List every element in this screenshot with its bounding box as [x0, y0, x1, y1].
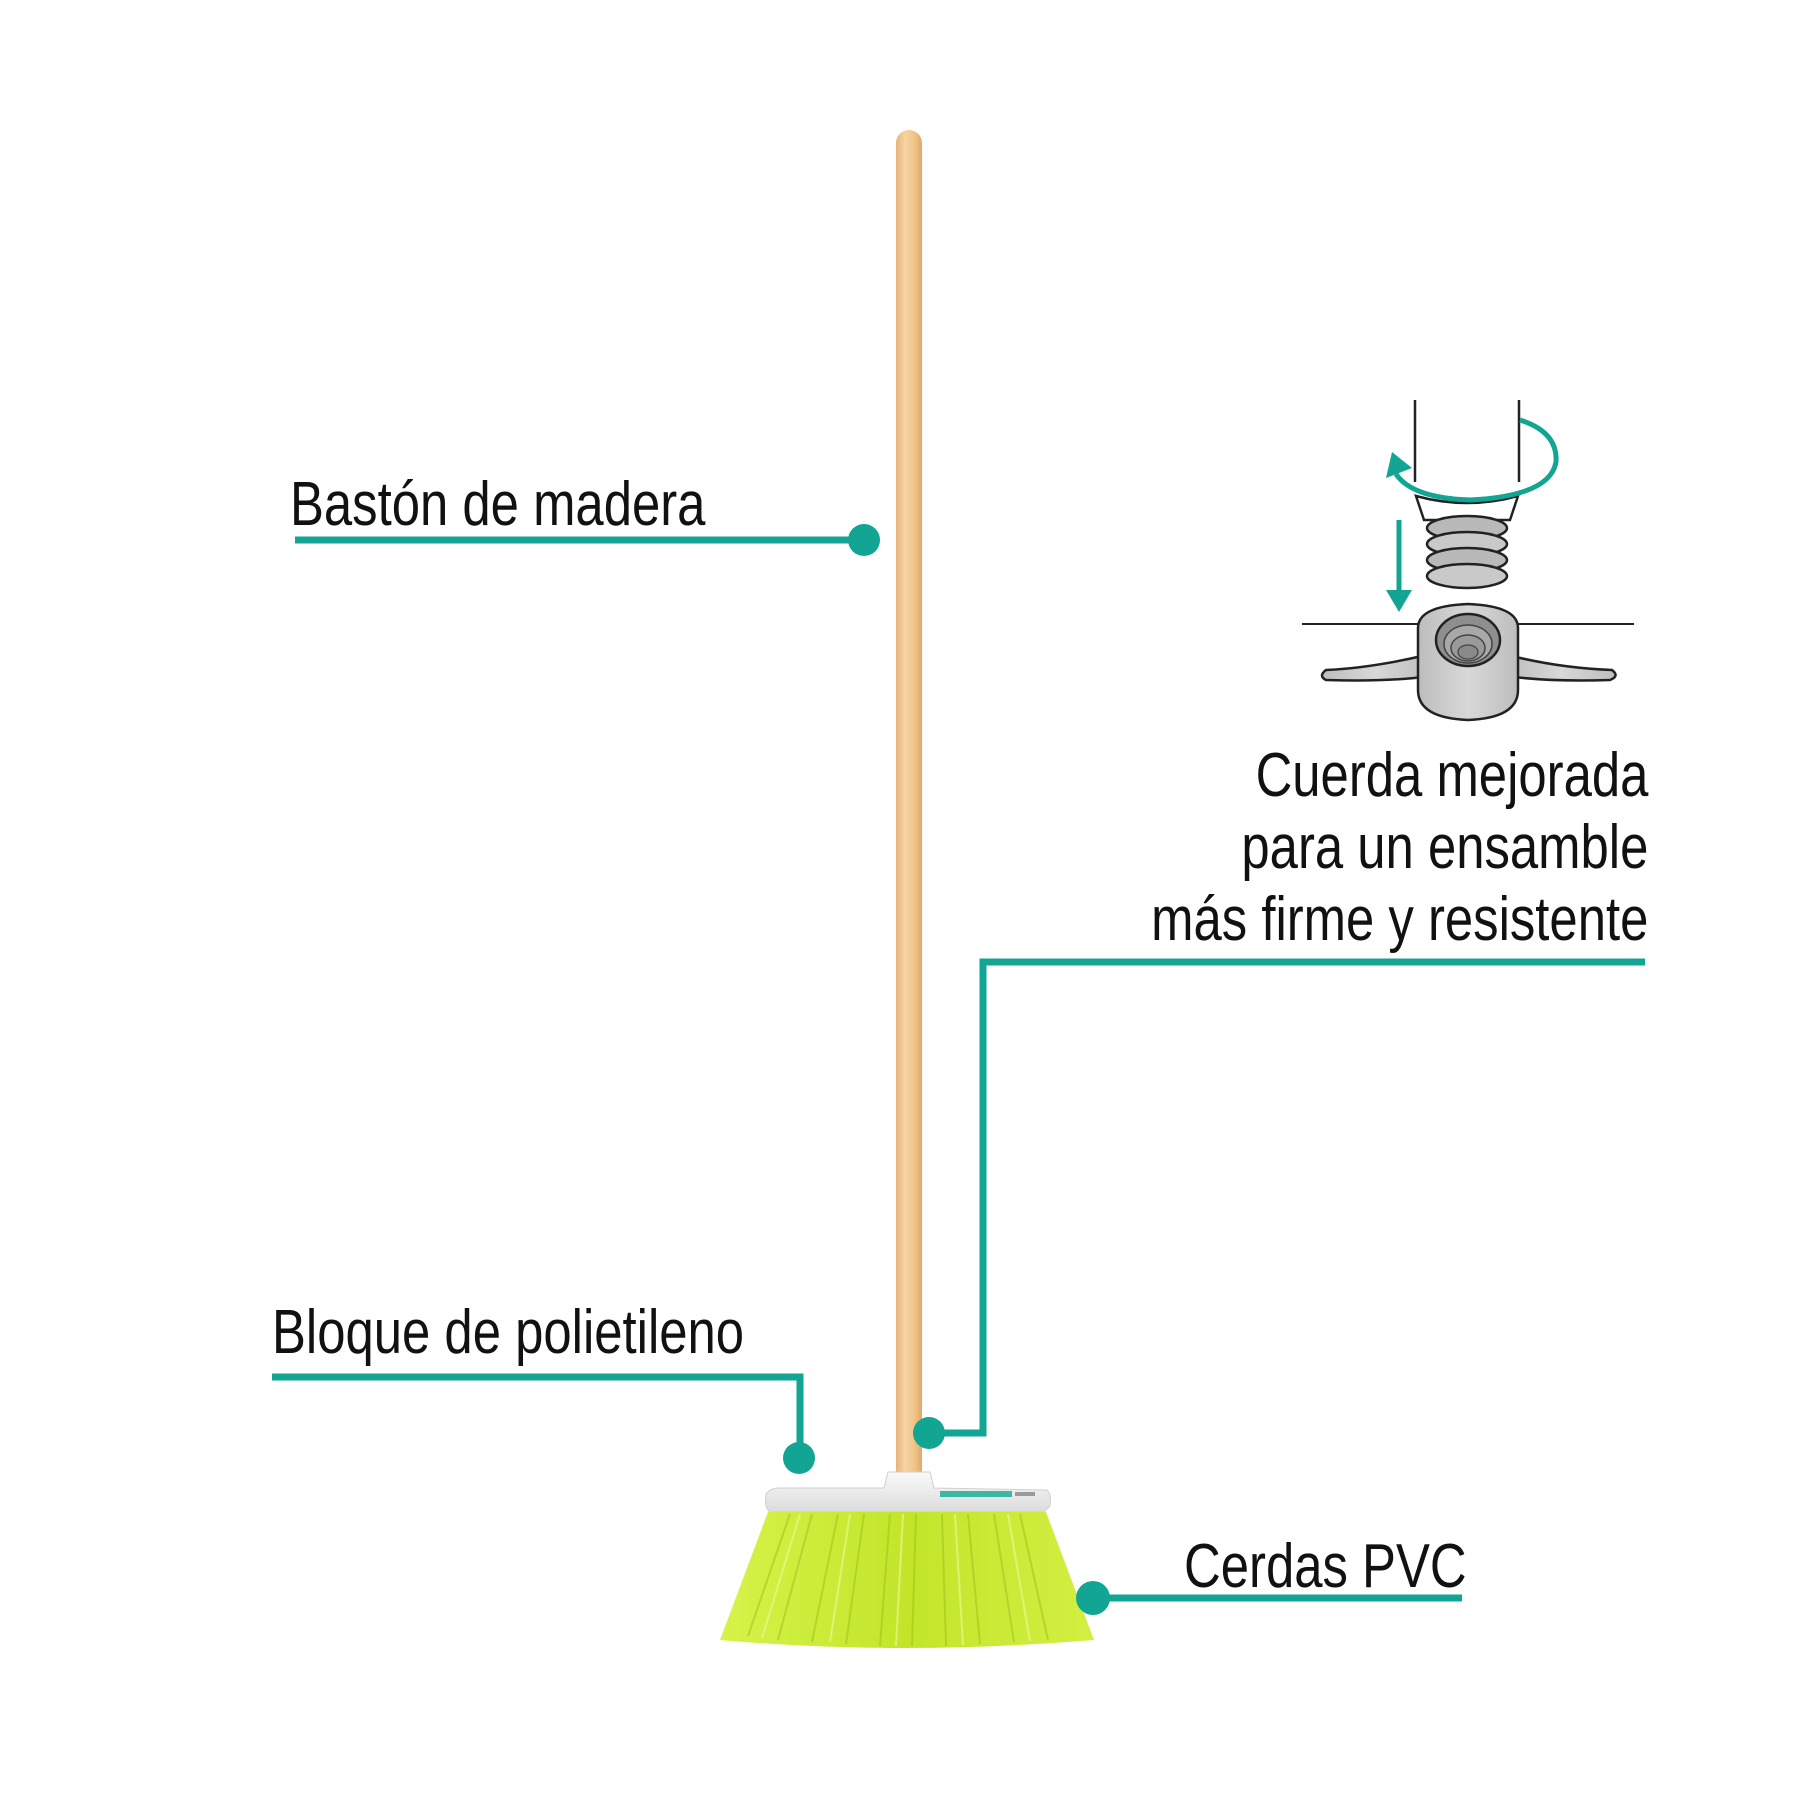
wooden-handle [896, 130, 922, 1490]
callout-connectors [272, 524, 1645, 1615]
connector-cuerda [930, 958, 1645, 1437]
callout-label-wooden-handle: Bastón de madera [290, 470, 706, 539]
rotate-arrow-icon [1386, 417, 1559, 503]
connector-dot-cerdas [1076, 1581, 1110, 1615]
down-arrow-icon [1386, 520, 1412, 612]
connector-dot-baston [848, 524, 880, 556]
callout-line-2: para un ensamble [1240, 813, 1648, 882]
connector-dot-cuerda [913, 1417, 945, 1449]
threaded-connector-icon [1302, 400, 1634, 722]
connector-bloque [272, 1373, 804, 1453]
connector-dot-bloque [783, 1442, 815, 1474]
callout-line-1: Cuerda mejorada [1255, 741, 1648, 810]
callout-label-pvc-bristles: Cerdas PVC [1184, 1532, 1467, 1601]
pvc-bristles [720, 1512, 1094, 1648]
broom-head [765, 1471, 1051, 1513]
callout-line-3: más firme y resistente [1150, 885, 1648, 954]
callout-label-improved-thread: Cuerda mejorada para un ensamble más fir… [1151, 740, 1648, 956]
callout-label-polyethylene-block: Bloque de polietileno [272, 1298, 745, 1367]
